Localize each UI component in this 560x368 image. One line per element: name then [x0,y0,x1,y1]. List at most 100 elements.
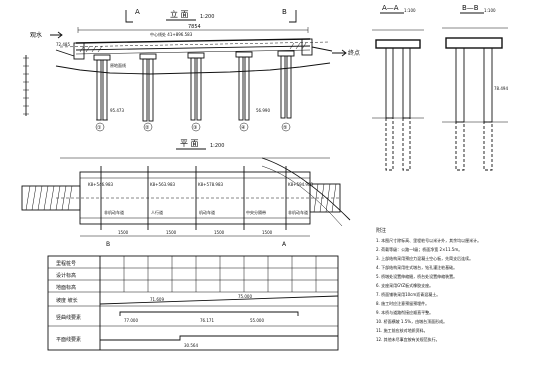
note-line-2: 2. 荷载等级：公路—Ⅰ级；桥面净宽 2×11.5m。 [376,246,462,252]
plan-dim-4: 1500 [262,230,273,235]
bb-column-left [455,47,465,123]
bb-elevation-label: 78.494 [494,86,508,91]
pier-3 [187,52,205,121]
pier-number-5: ⑤ [283,125,287,131]
elevation-scale: 1:200 [200,14,214,20]
plan-view: 平 面 1:200 K8+546.983 K8+563.983 K8+578.9… [21,139,351,248]
note-line-10: 10. 桥面横坡 1.5%，由墩台顶面形成。 [376,318,447,324]
profile-row-label-2: 设计标高 [56,272,76,279]
pier-numbers: ① ② ③ ④ ⑤ [95,122,291,132]
profile-value-5: 55.000 [250,318,264,323]
profile-row-label-4: 坡度 坡长 [56,297,78,304]
design-grade-line [59,41,331,48]
profile-vertical-curve [119,311,299,316]
section-a-cut-mark [125,10,133,23]
section-bb-title: B—B [462,4,479,12]
plan-left-end-hatch [21,185,81,211]
profile-row-label-1: 里程桩号 [56,260,76,267]
span-total-label: 7854 [188,24,201,30]
section-a-label: A [135,8,140,16]
pier-number-3: ③ [193,125,197,131]
profile-table: 里程桩号 设计标高 地面标高 坡度 坡长 竖曲线要素 平面线要素 71.609 … [47,255,339,351]
plan-mark-b: B [106,241,110,248]
ground-line [55,62,331,75]
pier-number-1: ① [97,125,102,131]
plan-right-end-hatch [309,183,341,213]
note-line-1: 1. 本图尺寸除标高、里程桩号以米计外，其余均以厘米计。 [376,237,481,243]
plan-mark-a: A [282,241,287,248]
note-line-3: 3. 上部结构采用预应力混凝土空心板，先简支后连续。 [376,255,473,261]
lane-label-1: 非机动车道 [104,209,124,215]
note-line-4: 4. 下部结构采用柱式墩台，钻孔灌注桩基础。 [376,264,457,270]
elevation-note-center: 中心线处 41+896.583 [150,31,193,37]
note-line-12: 12. 其他未尽事宜按有关规范执行。 [376,336,440,342]
elevation-title: 立 面 [170,9,189,19]
lane-label-4: 中央分隔带 [246,209,266,215]
station-label-1: K8+546.983 [88,182,114,187]
station-label-3: K8+578.983 [198,182,224,187]
station-label-4: K8+594.983 [288,182,314,187]
right-approach-slope [311,46,333,52]
profile-grade-line [99,295,339,305]
pier-number-4: ④ [241,125,246,131]
section-aa: A—A 1:100 [372,4,424,171]
profile-row-label-5: 竖曲线要素 [56,314,81,321]
profile-plan-line [100,335,338,341]
bb-cap [445,37,503,49]
profile-table-columns [123,256,317,292]
level-label-1: 72.485 [56,42,70,47]
lane-label-3: 机动车道 [199,209,215,215]
section-aa-scale: 1:100 [404,8,416,13]
left-approach-slope [55,49,75,57]
level-rule-ticks [23,57,29,115]
profile-value-4: 76.171 [200,318,214,323]
plan-road-curve [261,157,351,221]
aa-column-right [402,47,411,119]
notes-title: 附注 [376,227,386,234]
plan-deck-outline [79,171,311,225]
aa-pile-left [385,117,394,171]
deck-top [75,38,311,44]
station-label-2: K8+563.983 [150,182,176,187]
right-direction-label: 终点 [348,49,360,57]
bb-pile-left [455,121,465,171]
profile-bottom-value: 30.564 [184,343,198,348]
section-bb-scale: 1:100 [484,8,496,13]
pier-5 [277,50,295,119]
note-line-7: 7. 桥面铺装采用10cm沥青混凝土。 [376,291,440,297]
lane-label-2: 人行道 [151,209,163,215]
plan-dim-3: 1500 [214,230,225,235]
elevation-view: 立 面 1:200 A B 观水 终点 7854 中心线处 41+896. [23,8,360,132]
aa-pile-right [402,117,411,171]
profile-value-2: 75.000 [238,294,252,299]
pier-number-2: ② [145,125,150,131]
pier-4 [235,51,253,121]
girder-hatch [79,42,307,53]
section-b-label: B [282,8,287,16]
bb-column-right [483,47,493,123]
ground-line-label: 原地面线 [110,62,126,68]
plan-dim-2: 1500 [166,230,177,235]
section-bb: B—B 1:100 78.494 [442,4,508,171]
aa-cap [375,39,421,49]
profile-value-1: 71.609 [150,297,164,302]
left-direction-arrow [50,31,63,39]
left-abutment [73,42,85,60]
level-label-2: 95.473 [110,108,124,113]
deck-bottom [75,45,311,51]
lane-label-5: 非机动车道 [288,209,308,215]
notes-block: 附注 1. 本图尺寸除标高、里程桩号以米计外，其余均以厘米计。 2. 荷载等级：… [376,227,481,342]
bb-pile-right [483,121,493,171]
deck-beam-line [75,49,311,55]
profile-value-3: 77.000 [124,318,138,323]
plan-road-curve-2 [261,165,343,227]
plan-scale: 1:200 [210,143,224,149]
note-line-11: 11. 施工前应核对地质资料。 [376,327,428,333]
pier-2 [139,53,157,122]
note-line-6: 6. 支座采用GYZ板式橡胶支座。 [376,282,433,288]
note-line-5: 5. 桥墩处设置伸缩缝，桥台处设置伸缩装置。 [376,273,457,279]
left-direction-label: 观水 [30,31,42,39]
section-aa-title: A—A [382,4,399,12]
profile-row-label-3: 地面标高 [56,284,76,291]
